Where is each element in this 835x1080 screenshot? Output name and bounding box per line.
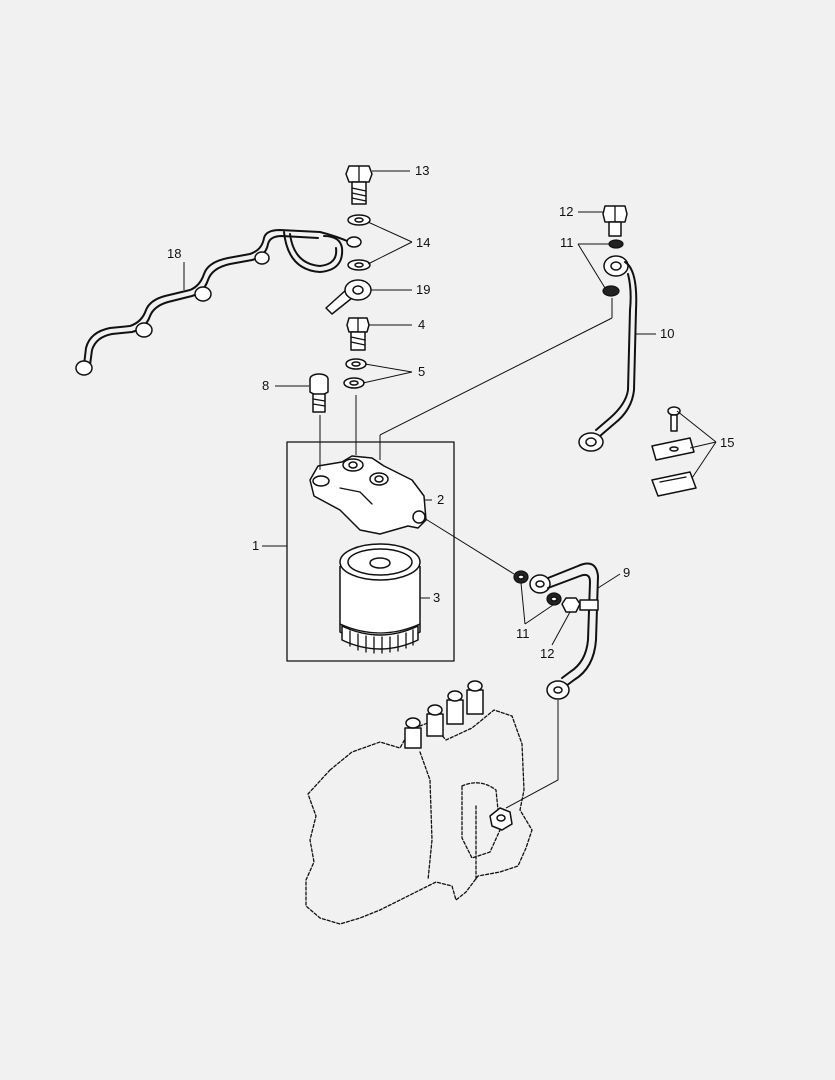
callout-12-upper: 12 <box>559 204 573 219</box>
callout-19: 19 <box>416 282 430 297</box>
callout-18: 18 <box>167 246 181 261</box>
banjo-bolt-12-lower <box>561 597 599 613</box>
leak-off-pipe-18 <box>75 229 362 376</box>
callout-11-lower: 11 <box>516 626 530 641</box>
callout-1: 1 <box>252 538 259 553</box>
banjo-fitting-19 <box>325 279 372 315</box>
filter-head-2 <box>309 455 427 535</box>
callout-leaders <box>183 170 717 646</box>
callout-10: 10 <box>660 326 674 341</box>
banjo-bolt-12-upper <box>602 205 628 237</box>
callout-2: 2 <box>437 492 444 507</box>
callout-8: 8 <box>262 378 269 393</box>
bolt-4 <box>346 317 370 351</box>
banjo-bolt-13 <box>345 165 373 205</box>
callout-3: 3 <box>433 590 440 605</box>
callout-14: 14 <box>416 235 430 250</box>
callout-5: 5 <box>418 364 425 379</box>
connection-lines <box>319 298 613 809</box>
delivery-valves <box>404 680 484 749</box>
callout-13: 13 <box>415 163 429 178</box>
injection-pump-outline <box>305 680 533 925</box>
filter-assembly-frame <box>286 441 455 662</box>
bleed-screw-8 <box>309 373 329 413</box>
callout-11-upper: 11 <box>560 235 574 250</box>
callout-4: 4 <box>418 317 425 332</box>
filter-cartridge-3 <box>339 543 421 654</box>
callout-9: 9 <box>623 565 630 580</box>
callout-labels: 13 14 19 4 5 8 18 12 11 10 15 2 1 3 9 11… <box>167 163 734 661</box>
sealing-washers-14 <box>347 214 371 271</box>
callout-15: 15 <box>720 435 734 450</box>
washers-5 <box>343 358 367 389</box>
pipe-clip-15 <box>651 406 697 497</box>
fuel-pipe-10 <box>578 255 638 452</box>
fuel-pipe-9 <box>529 562 599 700</box>
callout-12-lower: 12 <box>540 646 554 661</box>
